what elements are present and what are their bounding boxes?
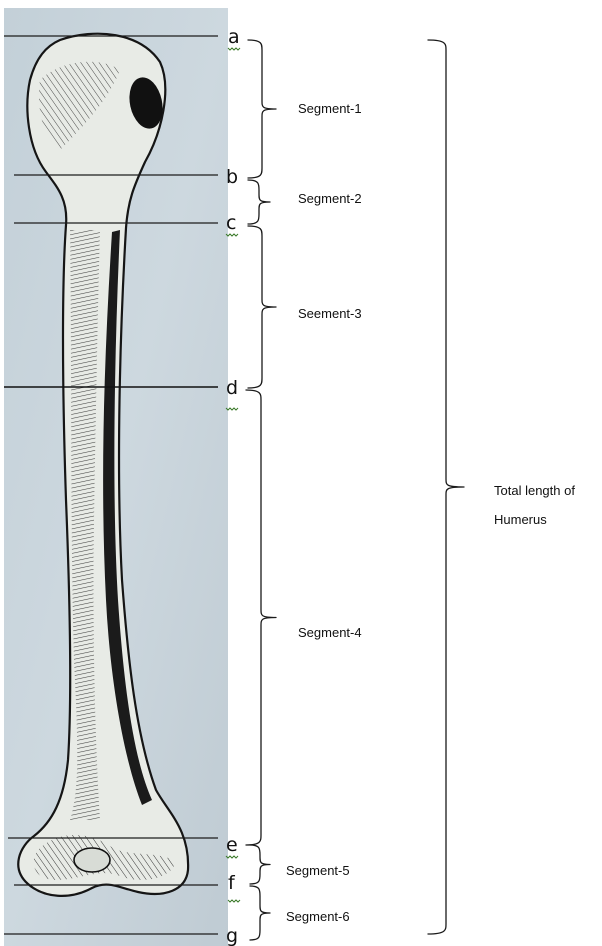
segment-label-4: Segment-4: [298, 625, 362, 640]
point-label-e: e: [226, 834, 238, 856]
segment-6-brace: [250, 886, 270, 940]
point-label-d: d: [226, 377, 238, 399]
segment-1-brace: [248, 40, 276, 178]
segment-label-6: Segment-6: [286, 909, 350, 924]
spellcheck-squiggle-a: [228, 48, 240, 50]
point-labels: a b c d e f g: [226, 26, 240, 946]
spellcheck-squiggle-f: [228, 900, 240, 902]
segment-4-brace: [246, 390, 276, 845]
distal-condyle: [74, 848, 110, 872]
segment-label-5: Segment-5: [286, 863, 350, 878]
segment-2-brace: [248, 180, 270, 224]
total-length-brace: [428, 40, 464, 934]
segment-5-brace: [250, 845, 270, 884]
total-length-label: Total length of Humerus: [494, 483, 575, 527]
total-length-label-line-2: Humerus: [494, 512, 547, 527]
segment-label-3: Seement-3: [298, 306, 362, 321]
point-label-g: g: [226, 925, 238, 946]
total-length-label-line-1: Total length of: [494, 483, 575, 498]
segment-labels: Segment-1 Segment-2 Seement-3 Segment-4 …: [286, 101, 362, 924]
humerus-illustration: [4, 8, 228, 946]
segment-label-1: Segment-1: [298, 101, 362, 116]
point-label-b: b: [226, 166, 238, 188]
segment-braces: [246, 40, 464, 940]
point-label-a: a: [228, 26, 240, 48]
segment-label-2: Segment-2: [298, 191, 362, 206]
point-label-c: c: [226, 212, 236, 234]
segment-3-brace: [248, 226, 276, 388]
point-label-f: f: [228, 872, 236, 894]
